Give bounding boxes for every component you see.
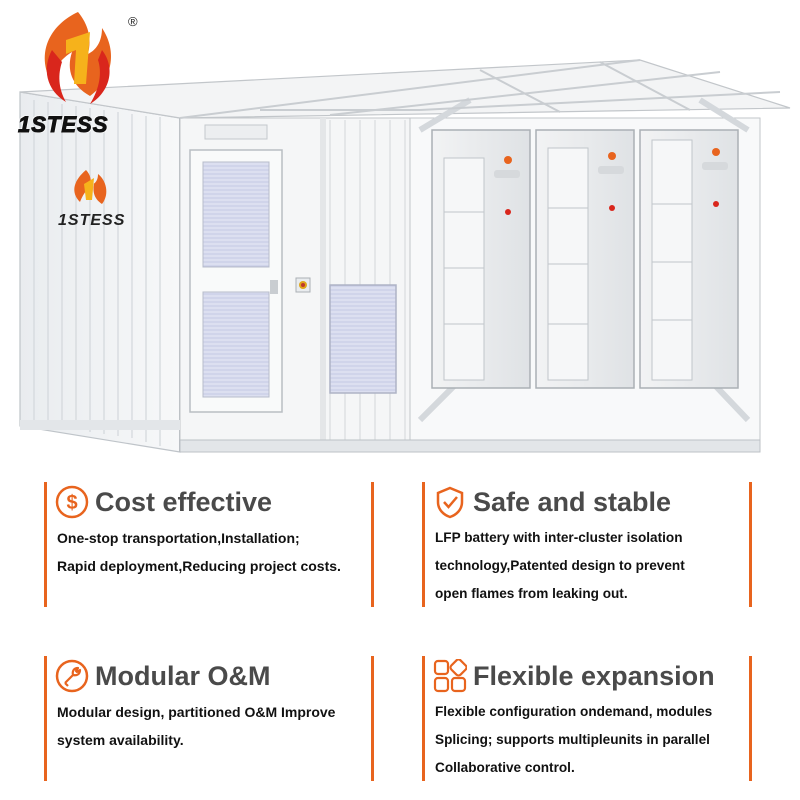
feature-line: Rapid deployment,Reducing project costs. (57, 558, 341, 574)
feature-line: Splicing; supports multipleunits in para… (435, 732, 710, 747)
feature-flexible-expansion: Flexible expansion Flexible configuratio… (422, 656, 752, 781)
feature-title: Safe and stable (473, 486, 672, 517)
feature-line: technology,Patented design to prevent (435, 558, 685, 573)
feature-description: Modular design, partitioned O&M Improve … (47, 698, 371, 754)
product-hero-image: ® 1STESS 1STESS (17, 10, 791, 453)
container-wordmark: 1STESS (58, 212, 126, 229)
wrench-circle-icon (55, 659, 89, 693)
brand-wordmark: 1STESS (17, 112, 109, 138)
feature-line: system availability. (57, 732, 184, 748)
feature-line: Flexible configuration ondemand, modules (435, 704, 713, 719)
feature-line: LFP battery with inter-cluster isolation (435, 530, 683, 545)
shield-check-icon (436, 486, 464, 519)
dollar-circle-icon: $ (55, 485, 89, 519)
feature-title: Cost effective (95, 486, 273, 517)
feature-cost-effective: $ Cost effective One-stop transportation… (44, 482, 374, 607)
feature-description: Flexible configuration ondemand, modules… (425, 698, 749, 782)
feature-header: $ Cost effective (47, 482, 371, 522)
feature-title: Modular O&M (95, 660, 271, 691)
feature-description: One-stop transportation,Installation; Ra… (47, 524, 371, 580)
feature-line: Collaborative control. (435, 760, 575, 775)
feature-header: Modular O&M (47, 656, 371, 696)
registered-mark: ® (128, 14, 138, 29)
feature-line: open flames from leaking out. (435, 586, 628, 601)
container-illustration (19, 59, 791, 453)
feature-safe-and-stable: Safe and stable LFP battery with inter-c… (422, 482, 752, 607)
svg-text:$: $ (66, 492, 77, 514)
container-logo-mark (74, 170, 107, 204)
feature-header: Flexible expansion (425, 656, 749, 696)
feature-line: One-stop transportation,Installation; (57, 530, 300, 546)
feature-header: Safe and stable (425, 482, 749, 522)
feature-line: Modular design, partitioned O&M Improve (57, 704, 336, 720)
feature-title: Flexible expansion (473, 660, 715, 691)
battery-cabinets (431, 129, 739, 389)
brand-logo-icon (32, 10, 124, 115)
feature-description: LFP battery with inter-cluster isolation… (425, 524, 749, 608)
modules-grid-icon (433, 659, 467, 693)
feature-modular-om: Modular O&M Modular design, partitioned … (44, 656, 374, 781)
